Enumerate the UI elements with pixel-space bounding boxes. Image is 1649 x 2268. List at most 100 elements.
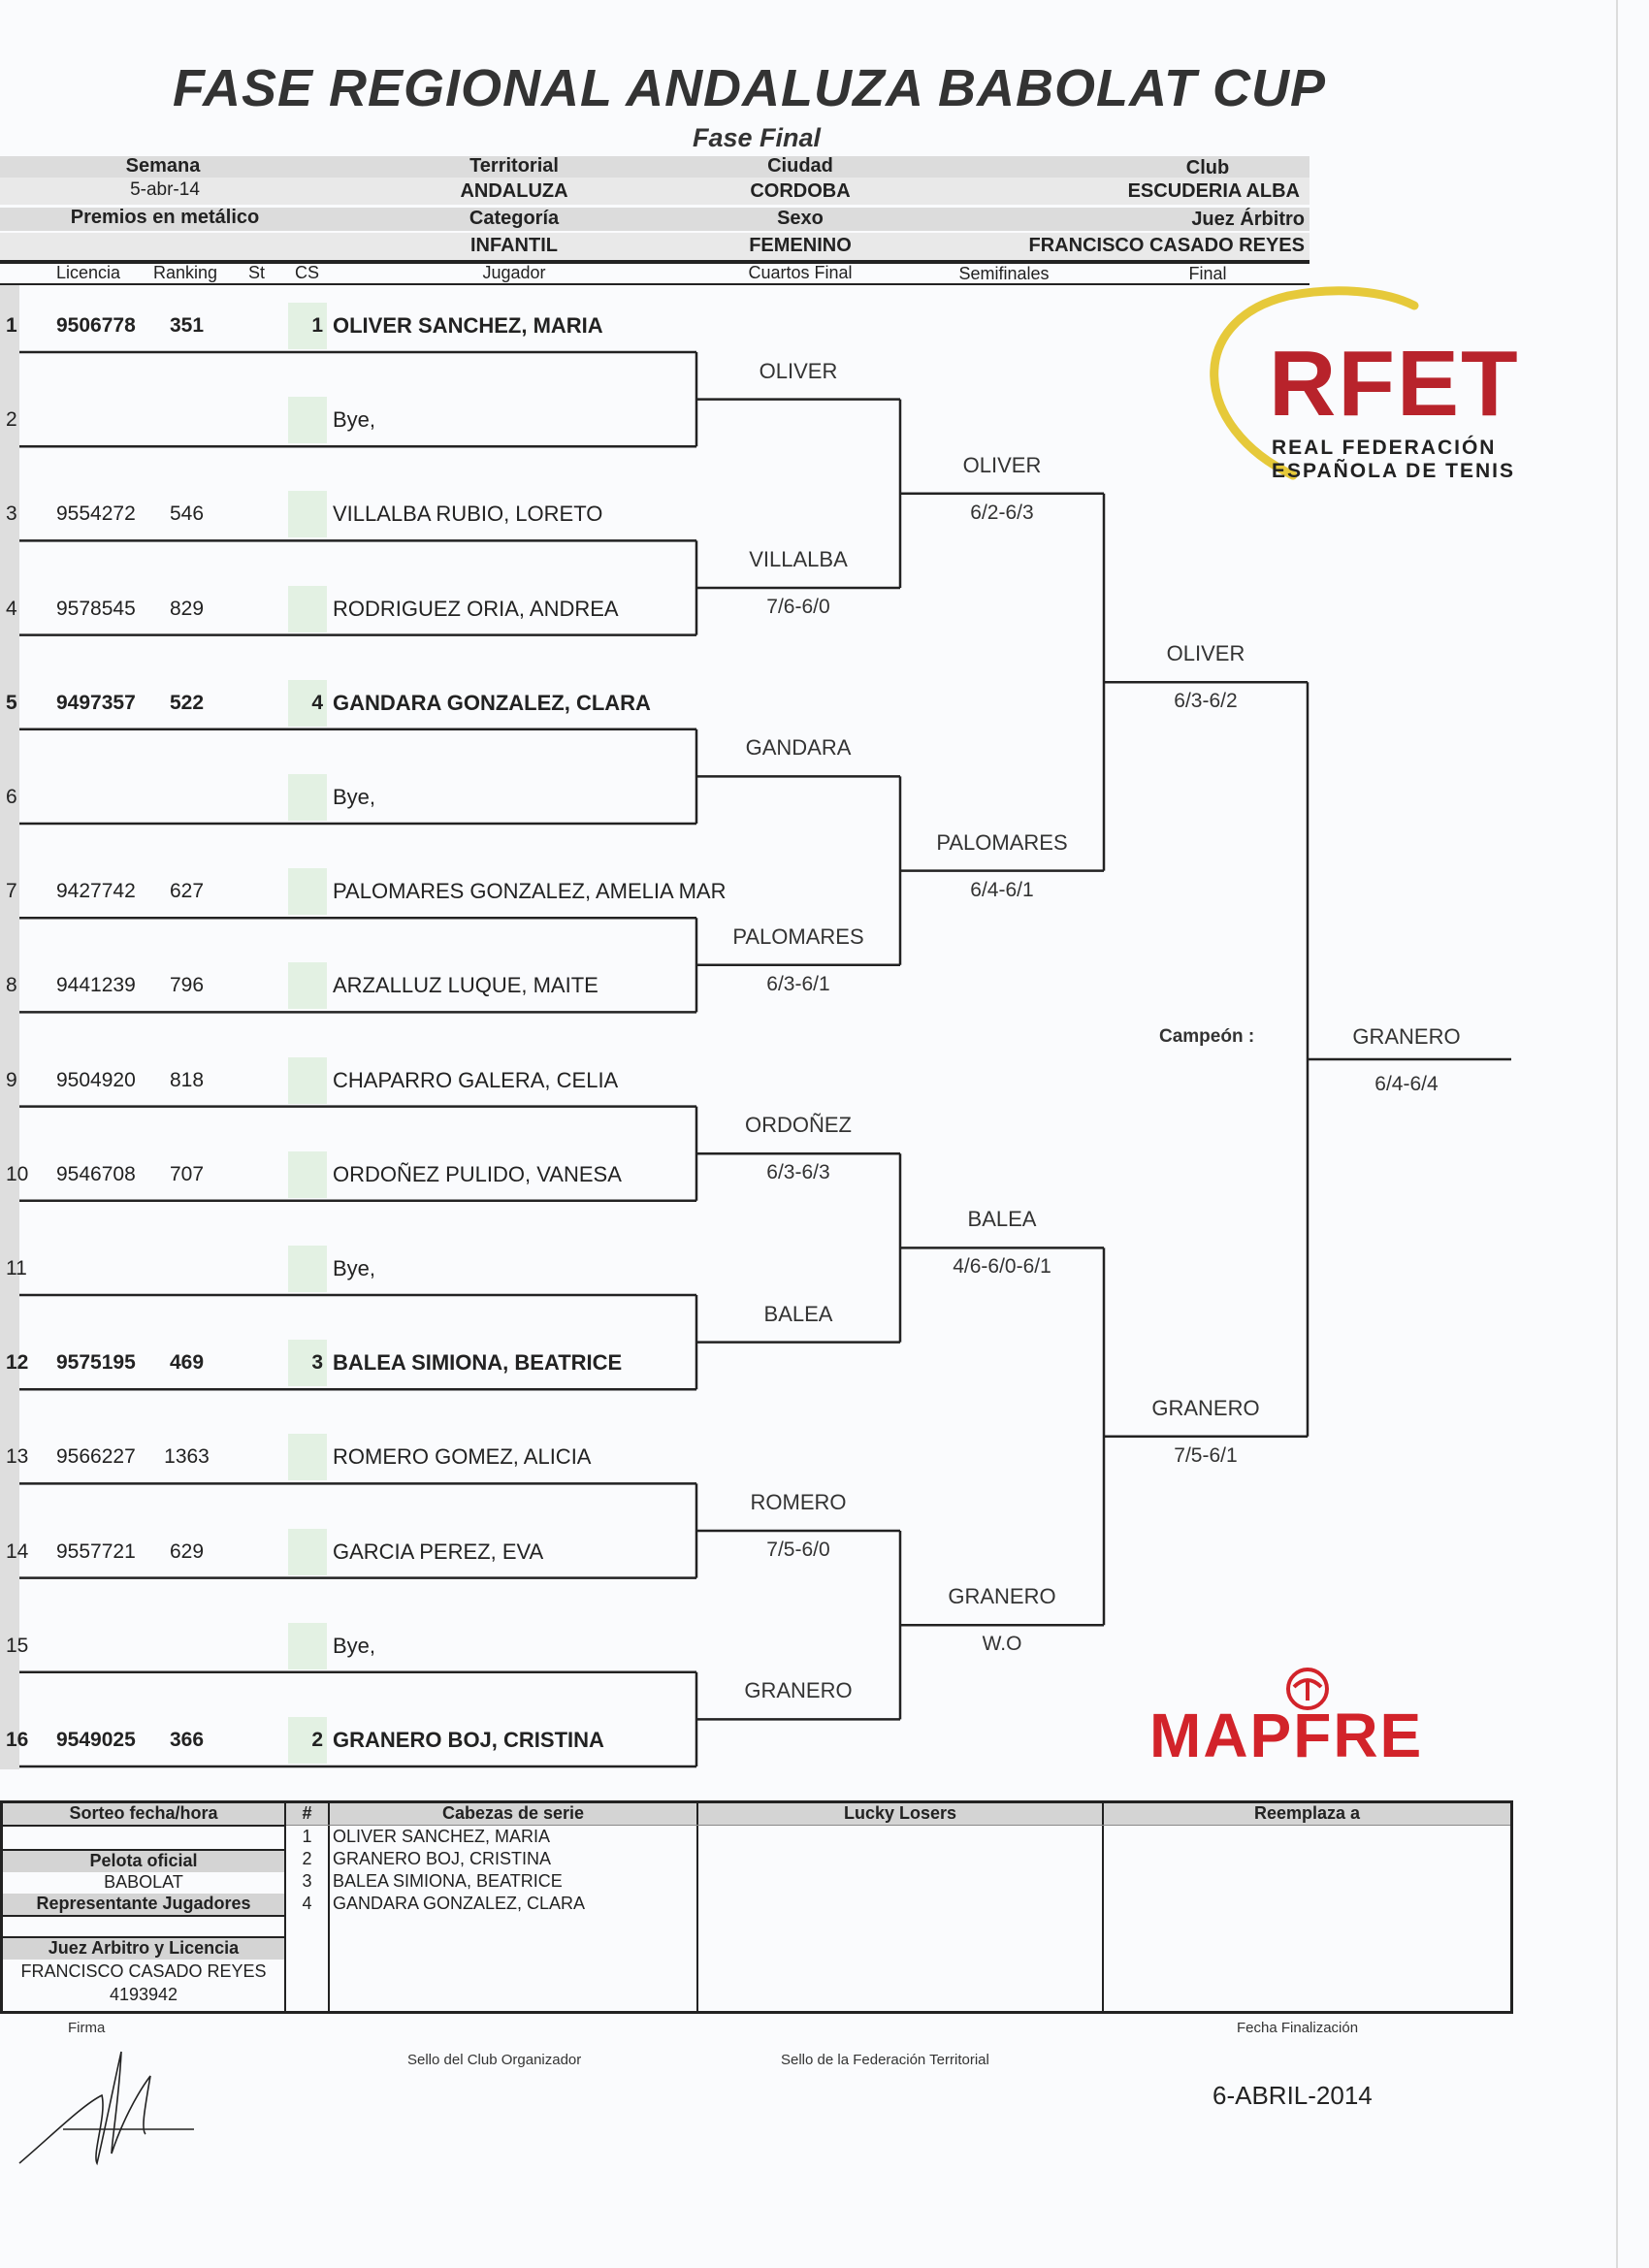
- header-band-2: [0, 178, 1310, 205]
- player-licencia: 9546708: [56, 1162, 136, 1185]
- cs-box: [288, 1622, 327, 1669]
- sexo-label: Sexo: [777, 208, 824, 229]
- firma-label: Firma: [68, 2020, 106, 2036]
- player-licencia: 9554272: [56, 502, 136, 526]
- rfet-line1: REAL FEDERACIÓN: [1272, 437, 1497, 459]
- player-row: 10 9546708 707 ORDOÑEZ PULIDO, VANESA: [0, 1150, 698, 1206]
- col-jugador: Jugador: [482, 263, 546, 282]
- player-row: 3 9554272 546 VILLALBA RUBIO, LORETO: [0, 491, 698, 545]
- territorial-value: ANDALUZA: [460, 180, 568, 202]
- cs-box: [288, 397, 327, 444]
- lucky-label: Lucky Losers: [698, 1803, 1102, 1825]
- player-ranking: 546: [169, 502, 205, 526]
- mapfre-emblem-icon: [1286, 1668, 1329, 1710]
- cs-box: [288, 585, 327, 632]
- cs-box: [288, 1056, 327, 1104]
- semifinal-winner: PALOMARES: [936, 829, 1068, 855]
- cs-box: [288, 868, 327, 916]
- cs-box: [288, 1246, 327, 1292]
- player-position: 16: [6, 1729, 29, 1751]
- seed-hash-label: #: [286, 1803, 328, 1825]
- header-band-3: [0, 208, 1310, 231]
- cs-box: [288, 1717, 327, 1764]
- player-position: 15: [6, 1634, 29, 1657]
- quarterfinal-winner: OLIVER: [759, 358, 838, 383]
- juez-value: FRANCISCO CASADO REYES: [1028, 235, 1305, 256]
- player-row: 16 9549025 366 2 GRANERO BOJ, CRISTINA: [0, 1717, 698, 1771]
- player-name: ARZALLUZ LUQUE, MAITE: [333, 973, 598, 998]
- player-position: 13: [6, 1445, 29, 1469]
- player-position: 10: [6, 1162, 29, 1185]
- seed-name: GRANERO BOJ, CRISTINA: [333, 1849, 552, 1868]
- ciudad-value: CORDOBA: [750, 180, 851, 202]
- player-row: 2 Bye,: [0, 397, 698, 451]
- semana-label: Semana: [125, 155, 201, 177]
- player-position: 12: [6, 1351, 29, 1375]
- page-title: FASE REGIONAL ANDALUZA BABOLAT CUP: [173, 59, 1326, 117]
- player-row: 8 9441239 796 ARZALLUZ LUQUE, MAITE: [0, 962, 698, 1017]
- sello-fed-label: Sello de la Federación Territorial: [781, 2052, 989, 2068]
- player-position: 5: [6, 691, 17, 714]
- col-cuartos: Cuartos Final: [748, 263, 853, 282]
- player-name: BALEA SIMIONA, BEATRICE: [333, 1350, 623, 1376]
- player-name: VILLALBA RUBIO, LORETO: [333, 502, 603, 527]
- sorteo-label: Sorteo fecha/hora: [3, 1803, 284, 1825]
- player-ranking: 629: [169, 1539, 205, 1563]
- col-licencia: Licencia: [56, 263, 121, 282]
- header-band-4: [0, 233, 1310, 260]
- semifinal-score: W.O: [982, 1633, 1022, 1656]
- player-name: PALOMARES GONZALEZ, AMELIA MAR: [333, 879, 727, 904]
- pelota-label: Pelota oficial: [3, 1851, 284, 1872]
- player-cs: 1: [311, 314, 323, 337]
- quarterfinal-score: 7/5-6/0: [766, 1539, 830, 1561]
- fecha-label: Fecha Finalización: [1237, 2020, 1359, 2036]
- final-winner: GRANERO: [1151, 1395, 1260, 1420]
- page-subtitle: Fase Final: [692, 123, 822, 152]
- quarterfinal-winner: VILLALBA: [749, 547, 848, 571]
- player-licencia: 9441239: [56, 974, 136, 997]
- player-row: 11 Bye,: [0, 1246, 698, 1300]
- juez-licencia-name: FRANCISCO CASADO REYES: [20, 1961, 267, 1981]
- left-strip: [0, 285, 19, 1769]
- player-position: 2: [6, 408, 17, 432]
- rfet-line2: ESPAÑOLA DE TENIS: [1272, 460, 1516, 482]
- player-row: 13 9566227 1363 ROMERO GOMEZ, ALICIA: [0, 1434, 698, 1488]
- semifinal-score: 6/4-6/1: [970, 878, 1034, 901]
- mapfre-logo: MAPFRE: [1145, 1664, 1474, 1770]
- semifinal-winner: GRANERO: [948, 1584, 1056, 1609]
- semana-value: 5-abr-14: [130, 179, 200, 200]
- player-name: CHAPARRO GALERA, CELIA: [333, 1067, 619, 1092]
- quarterfinal-winner: GRANERO: [744, 1678, 853, 1703]
- final-score: 7/5-6/1: [1174, 1443, 1238, 1467]
- seed-name: GANDARA GONZALEZ, CLARA: [333, 1894, 586, 1913]
- header-rule: [0, 260, 1310, 264]
- club-label: Club: [1185, 157, 1230, 178]
- player-name: GARCIA PEREZ, EVA: [333, 1539, 544, 1564]
- player-ranking: 796: [169, 974, 205, 997]
- quarterfinal-winner: GANDARA: [745, 735, 852, 761]
- seed-number: 2: [302, 1849, 312, 1868]
- player-position: 6: [6, 786, 17, 808]
- quarterfinal-winner: ROMERO: [750, 1490, 847, 1514]
- semifinal-winner: OLIVER: [962, 452, 1042, 477]
- ciudad-label: Ciudad: [767, 155, 833, 177]
- rfet-logo: RFET REAL FEDERACIÓN ESPAÑOLA DE TENIS: [1172, 281, 1540, 495]
- player-position: 3: [6, 502, 17, 526]
- juez-licencia-label: Juez Arbitro y Licencia: [3, 1938, 284, 1960]
- seed-number: 1: [302, 1827, 312, 1846]
- player-licencia: 9578545: [56, 597, 136, 620]
- club-value: ESCUDERIA ALBA: [1127, 180, 1300, 202]
- champion-score: 6/4-6/4: [1374, 1073, 1439, 1095]
- player-licencia: 9504920: [56, 1068, 136, 1091]
- cs-box: [288, 774, 327, 821]
- seed-name: OLIVER SANCHEZ, MARIA: [333, 1827, 551, 1846]
- player-licencia: 9506778: [56, 314, 136, 337]
- player-row: 5 9497357 522 4 GANDARA GONZALEZ, CLARA: [0, 679, 698, 734]
- player-licencia: 9557721: [56, 1539, 136, 1563]
- pelota-value: BABOLAT: [104, 1872, 183, 1892]
- juez-licencia-number: 4193942: [109, 1985, 178, 2004]
- player-name: Bye,: [333, 1256, 376, 1280]
- cs-box: [288, 962, 327, 1010]
- cs-box: [288, 491, 327, 538]
- player-row: 7 9427742 627 PALOMARES GONZALEZ, AMELIA…: [0, 868, 726, 923]
